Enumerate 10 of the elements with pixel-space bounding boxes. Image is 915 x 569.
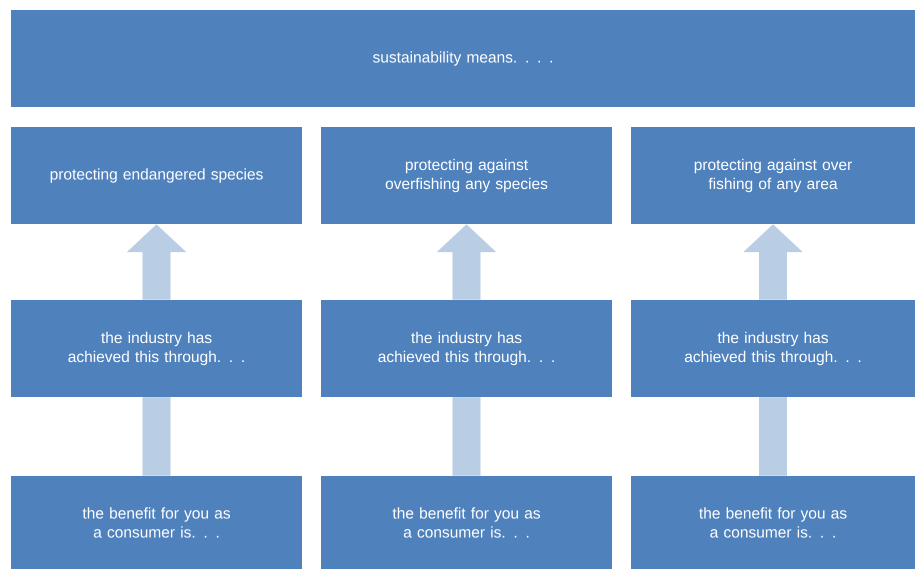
text-box: protecting against overfishing any species xyxy=(321,127,612,224)
text-box: the industry has achieved this through. . . xyxy=(321,300,612,397)
text-box: the benefit for you as a consumer is. . . xyxy=(11,476,302,569)
text-box: the industry has achieved this through. . . xyxy=(631,300,915,397)
text-box: protecting endangered species xyxy=(11,127,302,224)
text-box: protecting against over fishing of any area xyxy=(631,127,915,224)
title-box: sustainability means. . . . xyxy=(11,10,915,107)
text-box: the industry has achieved this through. . . xyxy=(11,300,302,397)
text-box: the benefit for you as a consumer is. . . xyxy=(631,476,915,569)
text-box: the benefit for you as a consumer is. . . xyxy=(321,476,612,569)
